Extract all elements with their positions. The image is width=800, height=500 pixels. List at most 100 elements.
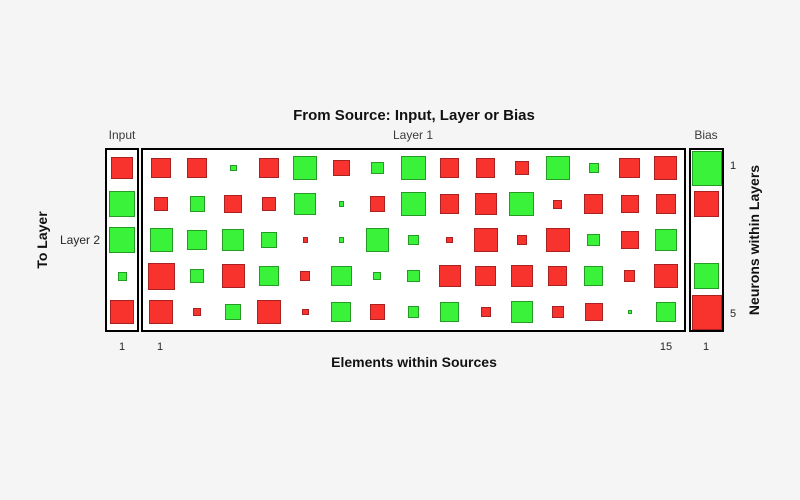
weight-square: [510, 265, 533, 287]
weight-square: [221, 264, 245, 288]
weight-square: [474, 193, 497, 215]
weight-square: [620, 195, 639, 213]
weight-square: [401, 155, 426, 181]
weight-square: [224, 195, 243, 213]
weight-square: [438, 265, 461, 287]
weight-square: [476, 158, 496, 178]
weight-square: [401, 191, 426, 217]
layer1-weights-panel: [141, 148, 686, 332]
weight-square: [548, 266, 568, 286]
weight-square: [407, 306, 420, 318]
weight-square: [110, 300, 134, 324]
weight-square: [654, 156, 678, 180]
weight-square: [229, 164, 237, 172]
weight-square: [655, 301, 677, 323]
right-axis-label: Neurons within Layers: [746, 164, 762, 316]
bias-weights-panel: [689, 148, 724, 332]
weight-square: [154, 196, 169, 211]
weight-square: [587, 233, 601, 247]
weight-square: [446, 236, 453, 244]
weight-square: [148, 299, 174, 325]
weight-square: [147, 262, 175, 290]
tick-input-element: 1: [118, 341, 126, 353]
weight-square: [259, 157, 280, 179]
weight-square: [653, 263, 679, 289]
weight-square: [588, 162, 599, 174]
input-column-header: Input: [108, 128, 136, 142]
weight-square: [187, 157, 208, 179]
layer1-column-header: Layer 1: [392, 128, 434, 142]
weight-square: [369, 304, 385, 320]
weight-square: [261, 232, 278, 248]
weight-square: [514, 160, 529, 175]
weight-square: [509, 191, 535, 217]
weight-square: [656, 194, 676, 214]
weight-square: [516, 234, 527, 246]
weight-square: [259, 265, 280, 287]
weight-square: [187, 229, 208, 251]
weight-square: [693, 263, 720, 289]
weight-square: [545, 227, 570, 253]
weight-square: [225, 304, 242, 320]
weight-square: [691, 150, 722, 186]
weight-square: [338, 201, 344, 207]
weight-square: [294, 193, 317, 215]
weight-square: [407, 269, 420, 283]
weight-square: [365, 228, 389, 252]
weight-square: [510, 301, 533, 323]
weight-square: [301, 308, 309, 316]
weight-square: [619, 157, 641, 179]
weight-square: [369, 196, 385, 212]
weight-square: [338, 237, 344, 243]
weight-square: [109, 191, 135, 217]
weight-square: [149, 228, 173, 252]
weight-square: [293, 155, 318, 181]
weight-square: [440, 158, 460, 178]
weight-square: [475, 265, 497, 287]
weight-square: [190, 268, 205, 283]
tick-bias-element: 1: [702, 341, 710, 353]
weight-square: [189, 196, 205, 212]
weight-square: [691, 294, 722, 330]
y-axis-label: To Layer: [34, 211, 50, 269]
weight-square: [480, 306, 491, 318]
to-layer-name: Layer 2: [59, 233, 100, 247]
weight-square: [584, 303, 603, 321]
input-weights-panel: [105, 148, 139, 332]
weight-square: [440, 194, 460, 214]
weight-square: [654, 229, 677, 251]
weight-square: [109, 227, 135, 253]
weight-square: [584, 194, 604, 214]
x-axis-label: Elements within Sources: [331, 354, 497, 370]
tick-neuron-first: 1: [730, 160, 737, 172]
tick-layer1-first: 1: [156, 341, 164, 353]
weight-square: [117, 271, 127, 281]
weight-square: [111, 157, 133, 179]
weight-square: [545, 155, 570, 181]
weight-square: [627, 310, 632, 314]
weight-square: [408, 234, 419, 246]
weight-square: [330, 265, 352, 287]
weight-square: [553, 199, 563, 209]
bias-column-header: Bias: [694, 128, 718, 142]
weight-square: [620, 231, 639, 249]
weight-square: [300, 270, 311, 282]
weight-square: [584, 266, 604, 286]
figure-title: From Source: Input, Layer or Bias: [293, 107, 535, 124]
weight-square: [370, 161, 384, 175]
weight-square: [551, 306, 564, 318]
weight-square: [693, 191, 720, 217]
tick-neuron-last: 5: [730, 308, 737, 320]
weight-square: [624, 270, 636, 282]
weight-square: [332, 159, 350, 177]
weight-square: [440, 302, 460, 322]
weight-square: [151, 158, 171, 178]
weight-square: [257, 299, 282, 325]
weight-square: [331, 301, 352, 323]
weight-square: [473, 227, 498, 253]
weight-square: [222, 229, 245, 251]
weight-square: [262, 196, 277, 211]
weight-square: [373, 272, 382, 280]
weight-square: [302, 237, 308, 243]
